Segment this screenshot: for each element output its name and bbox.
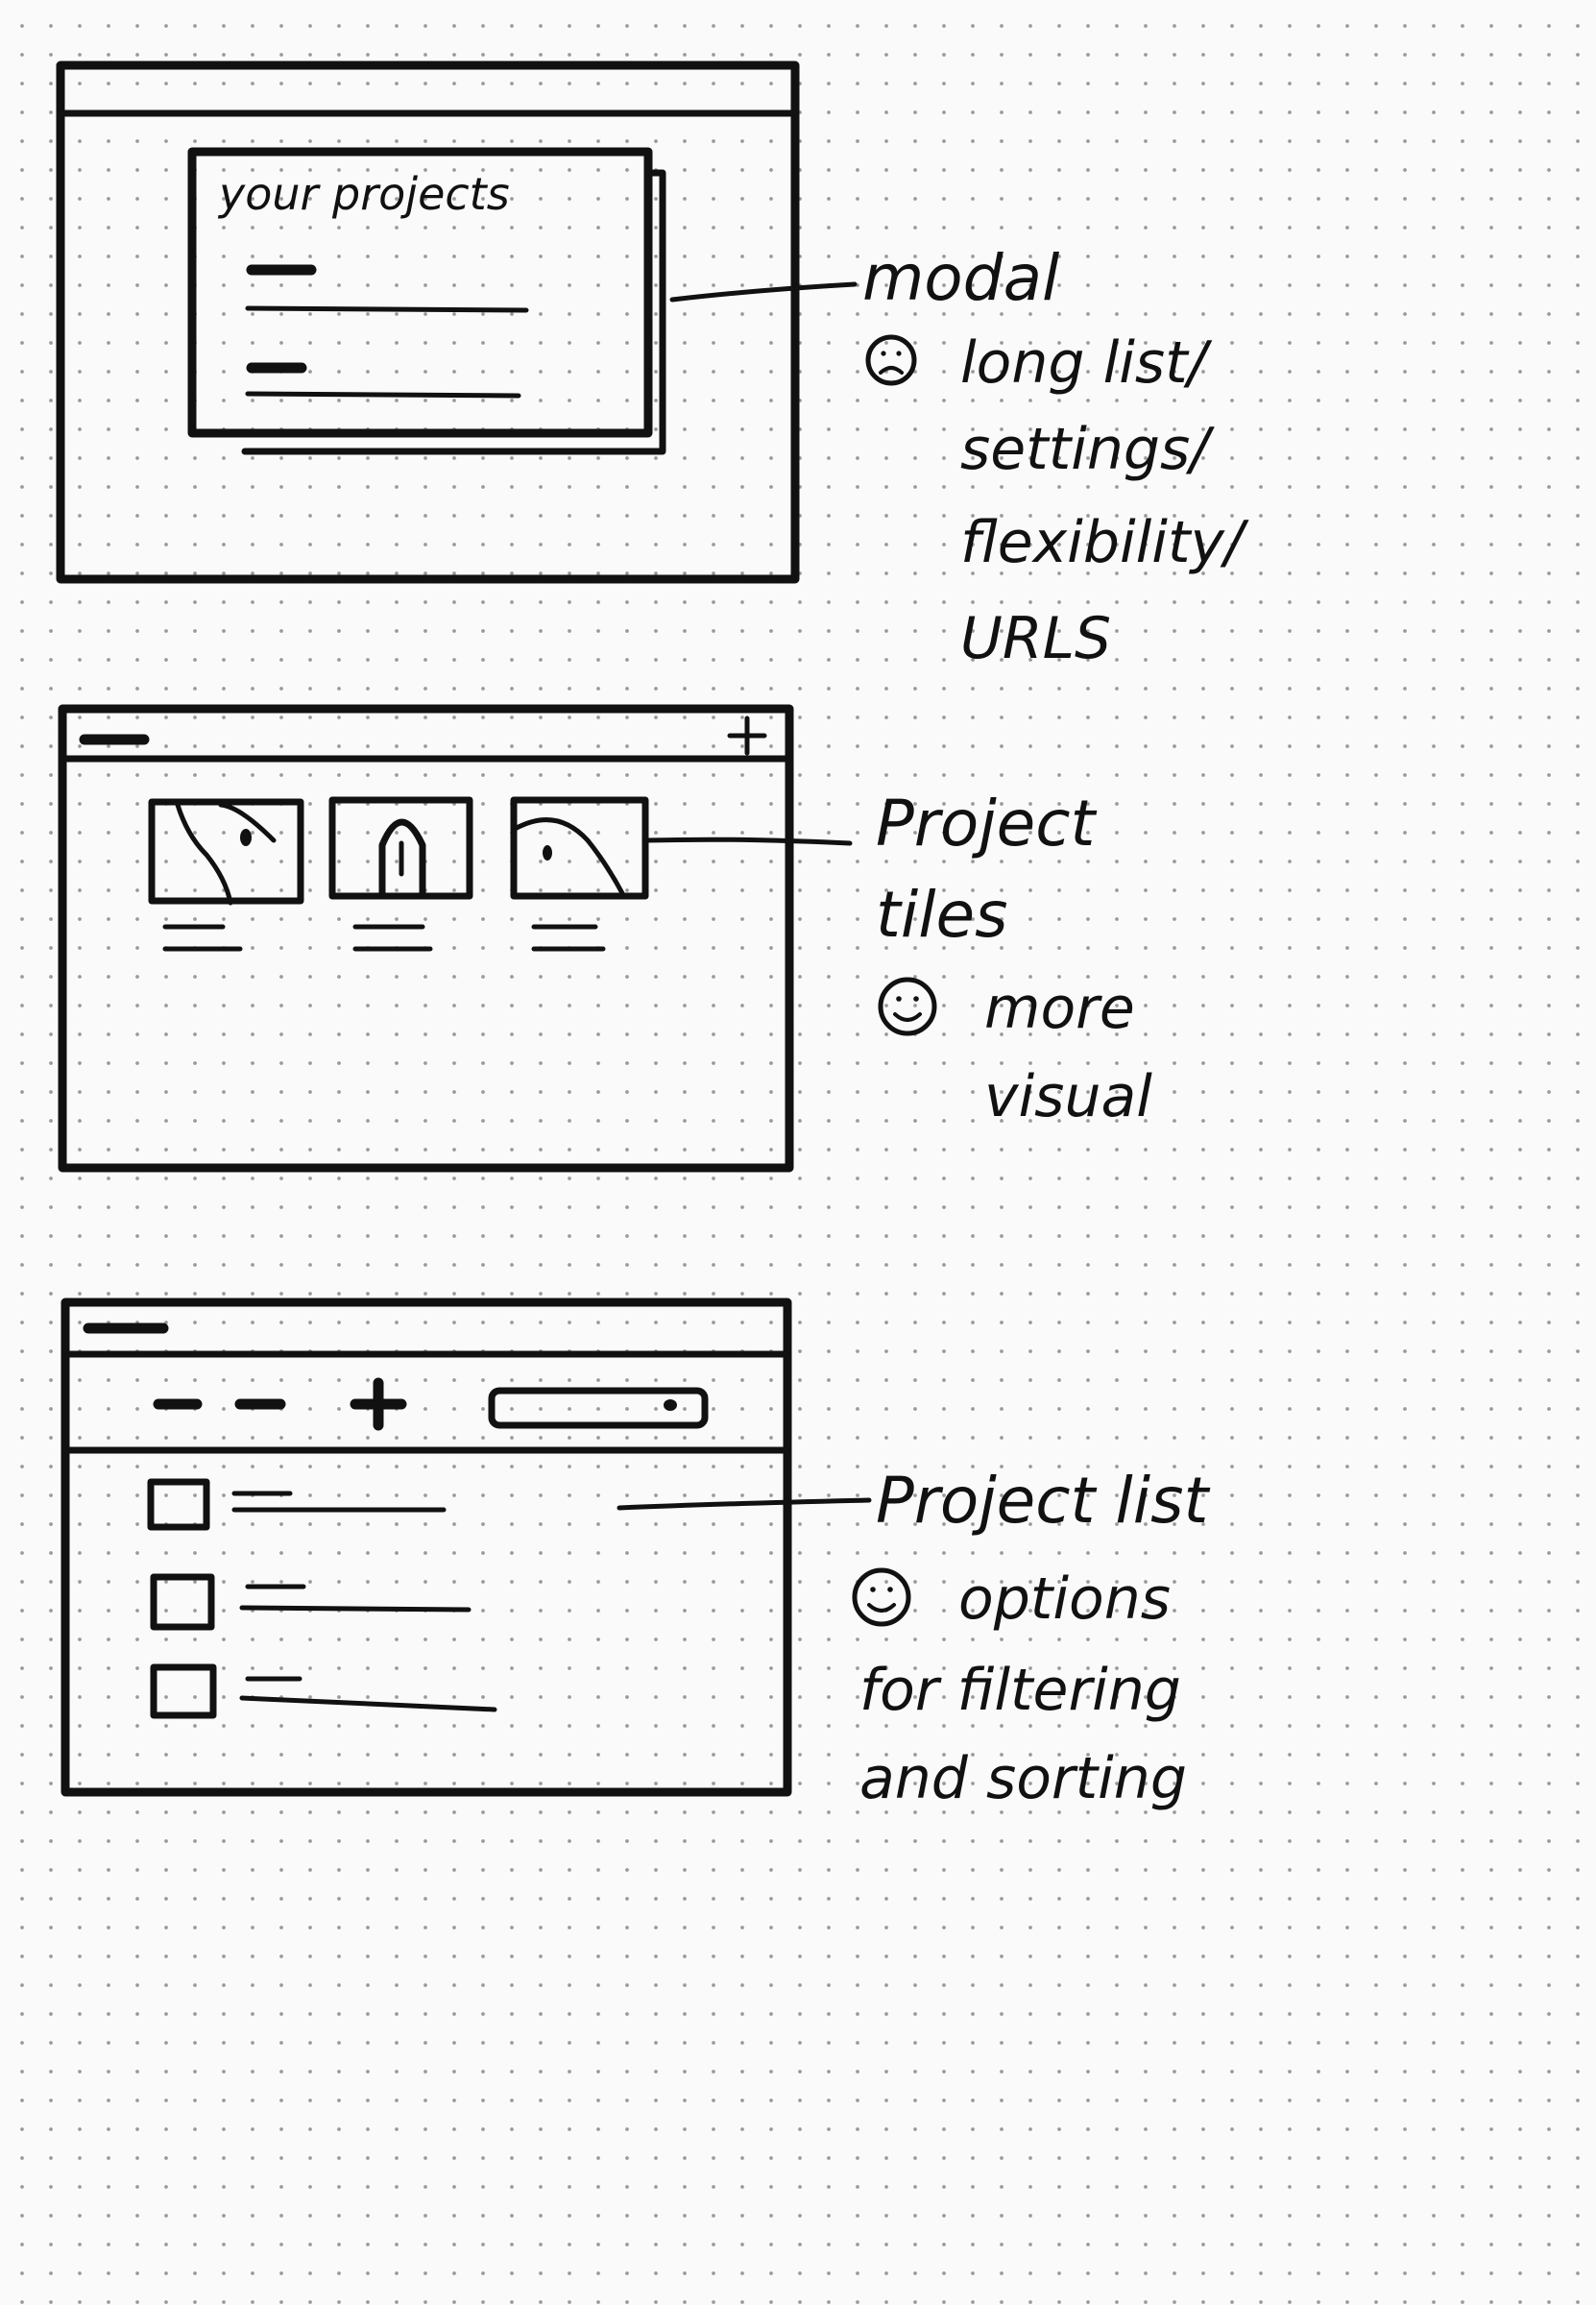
- happy-face-icon: [878, 977, 937, 1036]
- sketch-project-tiles: Project tiles more visual: [58, 704, 1152, 1173]
- modal-list-item-2-line: [245, 391, 521, 399]
- tiles-annotation-pointer: [642, 837, 853, 846]
- tiles-annotation-title-2: tiles: [876, 878, 1008, 952]
- modal-dialog: [187, 147, 653, 438]
- add-project-plus-icon: [727, 716, 767, 756]
- project-list-row-2-text: [239, 1605, 472, 1613]
- modal-note-1: long list/: [960, 329, 1213, 397]
- tiles-note-2: visual: [984, 1063, 1152, 1130]
- project-tile-3-thumbnail: [510, 796, 649, 900]
- list-note-3: and sorting: [859, 1745, 1187, 1812]
- tiles-browser-window: [58, 704, 794, 1173]
- modal-shadow: [241, 169, 666, 455]
- modal-browser-window: [56, 61, 800, 584]
- list-note-2: for filtering: [859, 1657, 1181, 1724]
- happy-face-icon: [852, 1567, 911, 1627]
- sketch-modal: your projects modal long list/ settings/…: [56, 61, 1249, 672]
- tiles-annotation-title-1: Project: [876, 787, 1098, 861]
- project-tile-3: [510, 796, 649, 952]
- project-tile-2-thumbnail: [328, 796, 473, 900]
- project-tile-2: [328, 796, 473, 952]
- project-list-row-2-checkbox: [150, 1573, 215, 1631]
- modal-note-2: settings/: [960, 416, 1215, 483]
- list-toolbar: [61, 1350, 791, 1454]
- project-list-row-3-checkbox: [150, 1663, 217, 1719]
- modal-annotation-pointer: [669, 281, 858, 303]
- modal-heading: your projects: [217, 168, 510, 220]
- project-list-row-1-checkbox: [147, 1478, 210, 1531]
- project-tile-1-thumbnail: [148, 798, 304, 905]
- project-list-row-3: [150, 1663, 497, 1719]
- search-field: [488, 1387, 709, 1429]
- search-icon: [664, 1399, 677, 1411]
- tiles-note-1: more: [984, 975, 1135, 1042]
- project-list-row-3-text: [239, 1695, 497, 1712]
- add-project-plus-icon: [350, 1377, 407, 1431]
- modal-annotation-title: modal: [862, 241, 1060, 315]
- project-list-row-1: [147, 1478, 447, 1531]
- modal-note-4: URLS: [960, 605, 1111, 672]
- list-annotation-title: Project list: [876, 1464, 1210, 1538]
- list-note-1: options: [958, 1565, 1171, 1633]
- project-list-row-2: [150, 1573, 472, 1631]
- list-annotation-pointer: [617, 1497, 872, 1511]
- modal-list-item-1-line: [245, 305, 529, 313]
- sad-face-icon: [865, 334, 917, 386]
- list-browser-window: [60, 1298, 792, 1797]
- sketch-project-list: Project list options for filtering and s…: [60, 1298, 1210, 1812]
- modal-note-3: flexibility/: [960, 509, 1249, 576]
- project-tile-1: [148, 798, 304, 952]
